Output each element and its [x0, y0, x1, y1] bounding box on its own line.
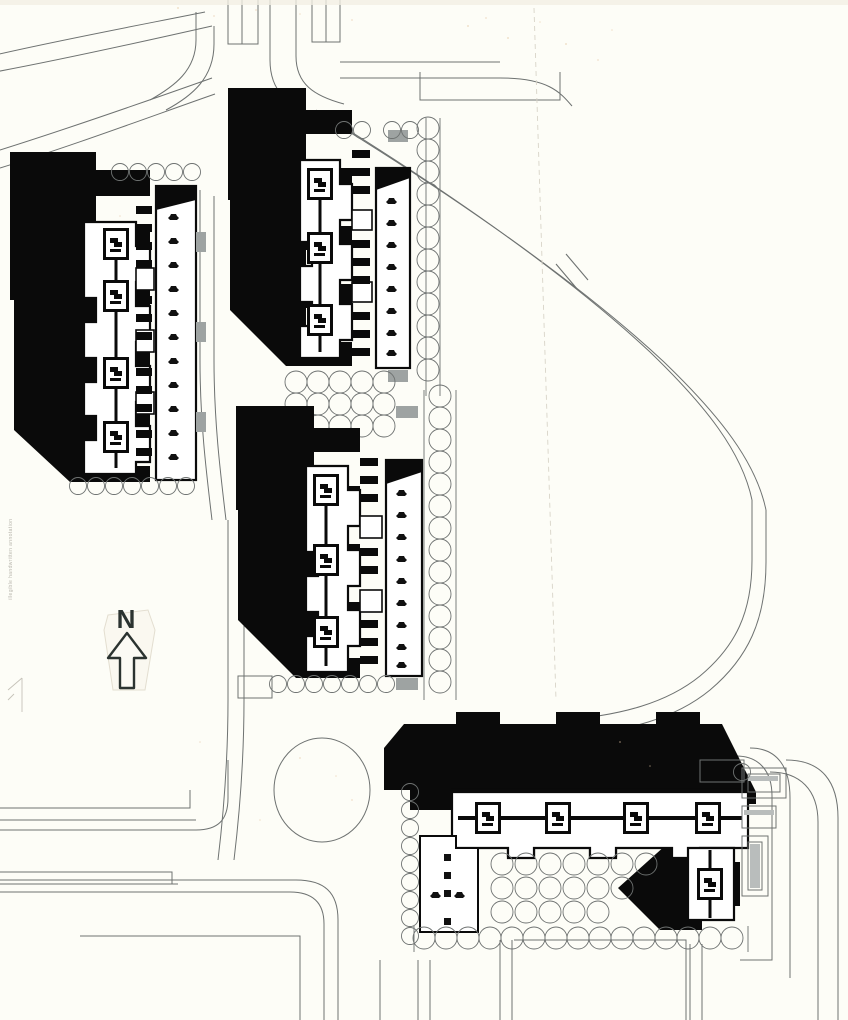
block-b-balconies [351, 209, 373, 303]
block-b-housing-slab [228, 88, 441, 396]
block-c-balconies [359, 515, 383, 613]
margin-note-upper: illegible handwritten annotation [8, 519, 14, 600]
block-c-parking-deck [384, 458, 424, 678]
block-d-east-wing-core [697, 868, 723, 900]
block-c-housing-slab [236, 384, 457, 700]
block-c-parking-roof [386, 460, 422, 484]
block-d-service-shading [744, 776, 778, 888]
sheet-fold-line [533, 7, 557, 701]
block-c-ramps [396, 406, 418, 690]
block-c-access-deck [360, 458, 378, 664]
block-d-pavilion-columns [444, 854, 451, 925]
block-d-housing-slab [384, 712, 787, 952]
oval-planting-island [273, 737, 371, 843]
tree-row-path-d [413, 926, 749, 952]
block-b-stair-cores [307, 168, 333, 336]
block-a-housing-slab [10, 152, 206, 495]
block-d-service-courts [699, 759, 787, 897]
margin-scale-mark [7, 677, 23, 712]
block-c-stair-cores [313, 474, 339, 648]
north-arrow: N [103, 604, 156, 691]
scan-edge-top [0, 0, 848, 5]
block-d-pavilion [419, 835, 479, 933]
block-a-ramps [196, 232, 206, 432]
tree-row-path-c [423, 390, 457, 700]
tree-row-path-b [425, 118, 441, 396]
block-b-parking-roof [376, 168, 410, 190]
block-a-parking-roof [156, 186, 196, 210]
margin-notes: illegible handwritten annotation [7, 519, 23, 712]
block-b-access-deck [352, 150, 370, 356]
north-arrow-glyph [106, 631, 148, 690]
north-arrow-label: N [117, 604, 136, 634]
block-a-access-deck [136, 206, 152, 456]
scan-speckle [119, 7, 651, 821]
